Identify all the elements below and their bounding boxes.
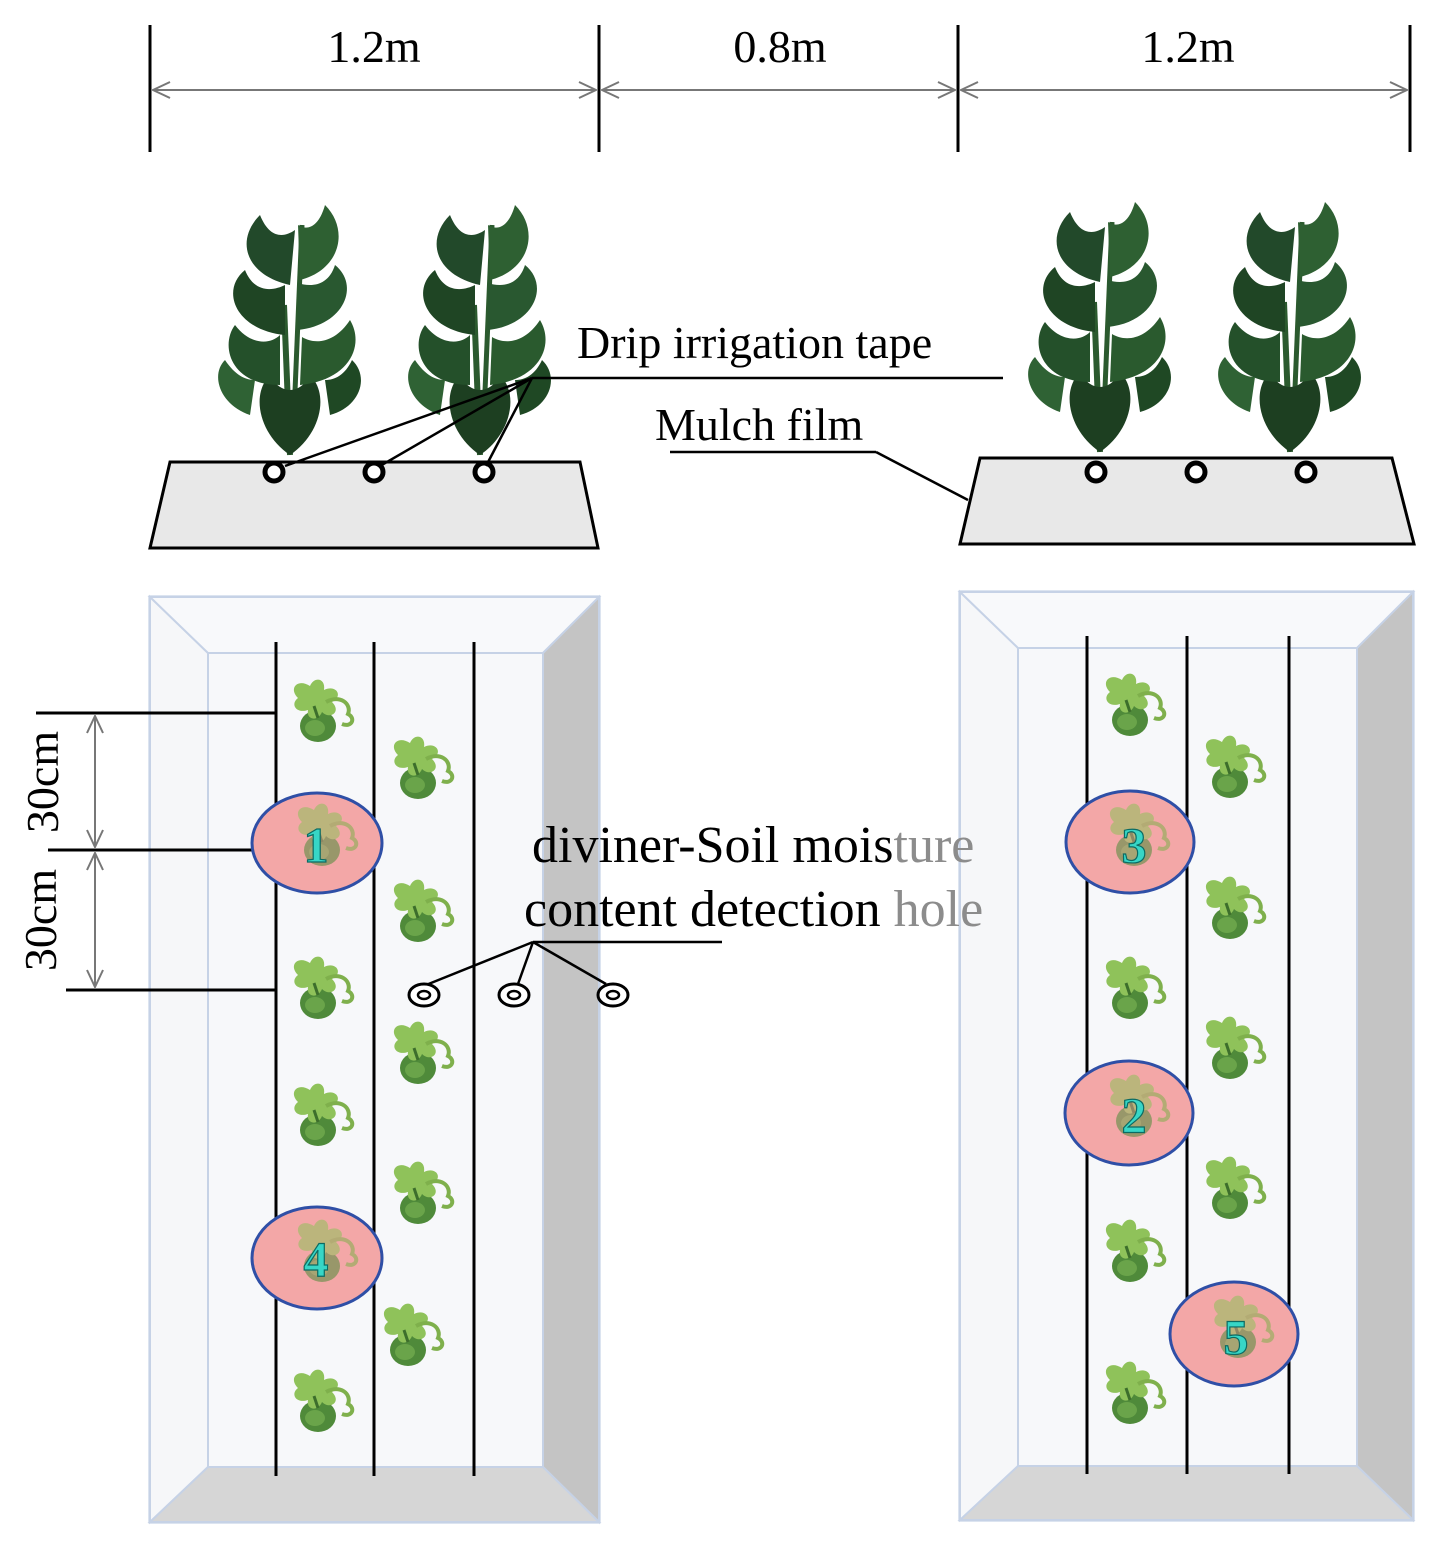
right-bed-side-view [958, 202, 1416, 546]
left-field-top-view [147, 594, 602, 1525]
diviner-line1-light: ture [894, 817, 975, 874]
drip-tape-icon [1084, 460, 1108, 484]
diviner-callout [407, 940, 722, 1008]
left-bed-side-view [148, 205, 600, 550]
drip-tape-icon [472, 460, 496, 484]
detection-hole-2: 2 [1063, 1059, 1195, 1167]
mulch-film-label: Mulch film [655, 399, 863, 450]
diviner-line1-dark: diviner-Soil mois [532, 817, 894, 874]
hole-number-3: 3 [1122, 817, 1147, 873]
detection-hole-icon [407, 982, 441, 1008]
drip-tape-icon [1294, 460, 1318, 484]
hole-number-5: 5 [1224, 1309, 1249, 1365]
detection-hole-icon [596, 982, 630, 1008]
right-bed-width-label: 1.2m [1141, 21, 1235, 72]
detection-hole-icon [497, 982, 531, 1008]
hole-number-4: 4 [304, 1231, 329, 1287]
drip-tape-icon [362, 460, 386, 484]
dimension-bar [148, 25, 1412, 152]
plant-spacing-dimension [36, 711, 276, 992]
detection-hole-1: 1 [250, 791, 384, 895]
gap-width-label: 0.8m [733, 21, 827, 72]
plant-icon [1218, 202, 1361, 452]
plant-icon [1028, 202, 1171, 452]
detection-hole-3: 3 [1064, 789, 1196, 895]
plant-icon [218, 205, 361, 455]
detection-hole-4: 4 [250, 1205, 384, 1311]
spacing-bottom-label: 30cm [15, 869, 66, 971]
drip-tape-label: Drip irrigation tape [577, 317, 932, 368]
spacing-top-label: 30cm [17, 731, 68, 833]
mulch-film-callout [670, 450, 969, 502]
right-field-top-view [957, 589, 1416, 1523]
hole-number-2: 2 [1122, 1087, 1147, 1143]
drip-tape-icon [262, 460, 286, 484]
diviner-line2-dark: content detection [524, 881, 894, 938]
diviner-label-line2: content detection hole [524, 881, 983, 938]
detection-hole-5: 5 [1168, 1280, 1300, 1388]
hole-number-1: 1 [304, 817, 329, 873]
diviner-label-line1: diviner-Soil moisture [532, 817, 974, 874]
plant-icon [408, 205, 551, 455]
left-bed-width-label: 1.2m [327, 21, 421, 72]
diviner-line2-light: hole [894, 881, 984, 938]
drip-tape-icon [1184, 460, 1208, 484]
drip-tape-callout [284, 376, 1003, 468]
